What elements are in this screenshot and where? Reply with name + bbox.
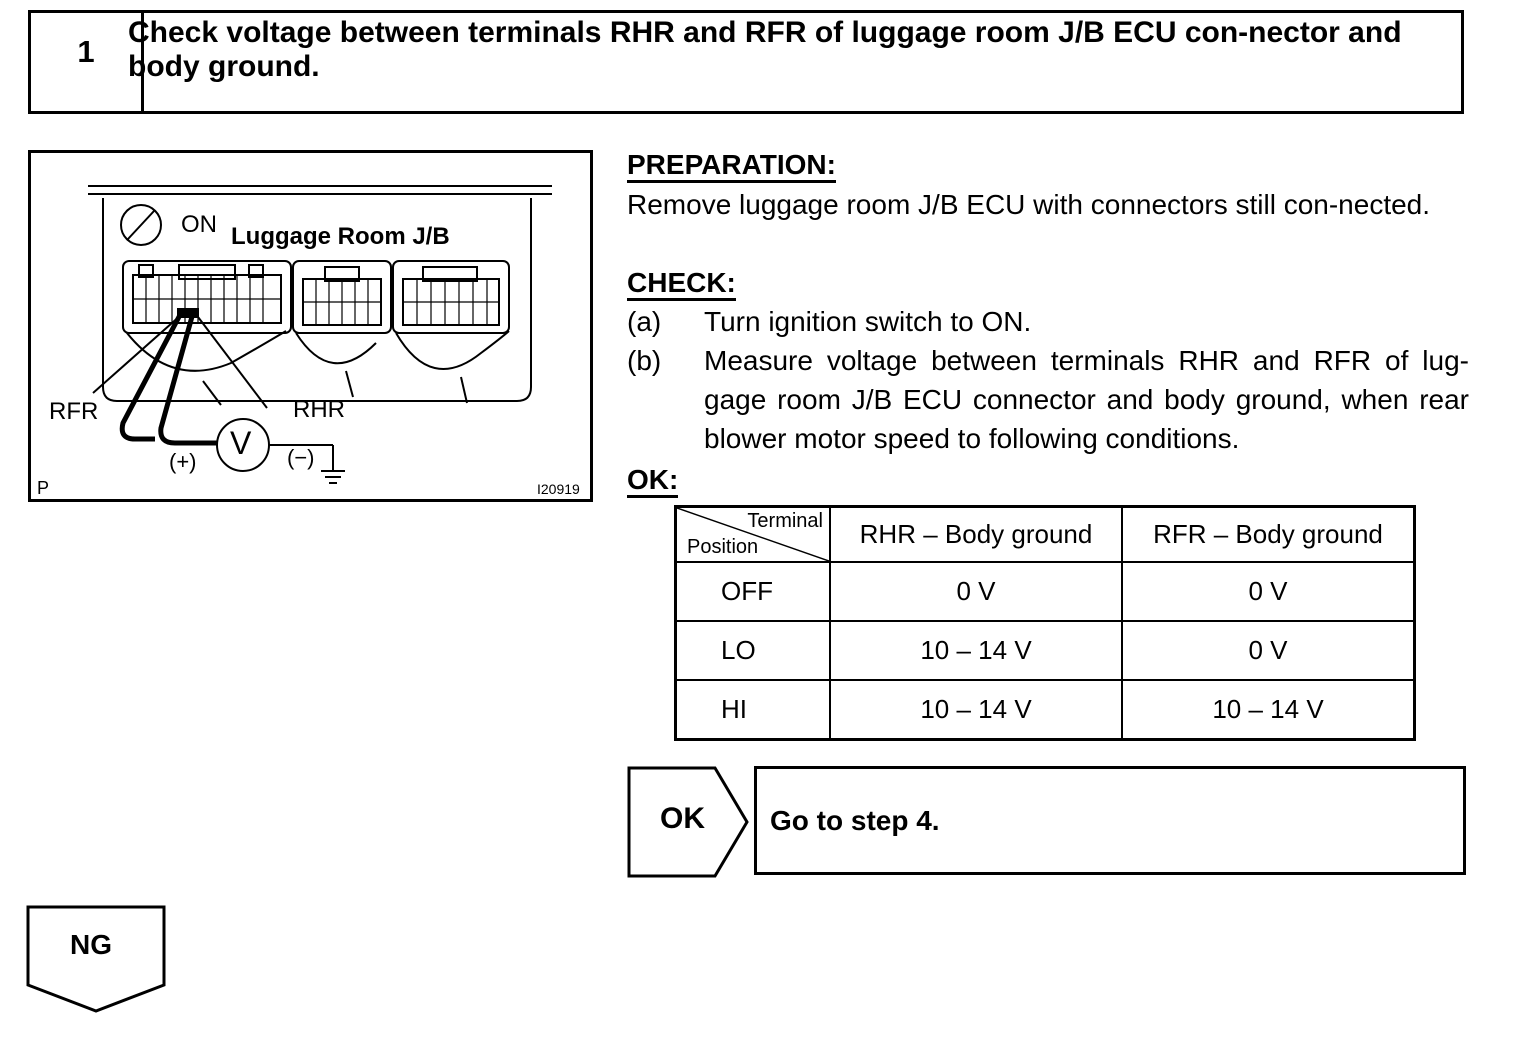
corner-diagonal: [677, 508, 829, 561]
terminal-rfr-label: RFR: [49, 398, 99, 425]
rfr-value-cell: 0 V: [1121, 561, 1416, 622]
ok-heading: OK:: [627, 465, 679, 498]
connector-diagram: [88, 185, 552, 484]
table-row: HI 10 – 14 V 10 – 14 V: [674, 679, 1416, 741]
table-row: OFF 0 V 0 V: [674, 561, 1416, 622]
corner-terminal-label: Terminal: [747, 510, 823, 532]
ok-arrow-shape: [627, 766, 749, 878]
rfr-value-cell: 10 – 14 V: [1121, 679, 1416, 741]
rhr-value-cell: 0 V: [829, 561, 1123, 622]
position-cell: LO: [674, 620, 831, 681]
step-title: Check voltage between terminals RHR and …: [128, 16, 1402, 83]
terminal-rhr-label: RHR: [293, 396, 345, 423]
column-header-rfr: RFR – Body ground: [1121, 505, 1416, 563]
position-cell: OFF: [674, 561, 831, 622]
table-header-row: Terminal Position RHR – Body ground RFR …: [674, 505, 1416, 563]
ok-result-label: OK: [660, 802, 705, 835]
probe-negative-label: (−): [287, 445, 315, 470]
ng-arrow-shape: [26, 905, 166, 1013]
step-header: 1: [28, 10, 1464, 114]
preparation-heading: PREPARATION:: [627, 150, 836, 183]
probe-positive-label: (+): [169, 449, 197, 474]
position-cell: HI: [674, 679, 831, 741]
rhr-value-cell: 10 – 14 V: [829, 679, 1123, 741]
corner-position-label: Position: [687, 536, 759, 558]
ignition-on-label: ON: [181, 211, 217, 238]
corner-code: P: [37, 478, 50, 498]
preparation-text: Remove luggage room J/B ECU with connect…: [627, 189, 1431, 220]
voltmeter-symbol: V: [230, 425, 252, 461]
step-number: 1: [31, 13, 144, 111]
check-item-text: Measure voltage between terminals RHR an…: [704, 345, 1469, 454]
ok-action-box: [754, 766, 1466, 875]
rhr-value-cell: 10 – 14 V: [829, 620, 1123, 681]
ng-result-label: NG: [70, 929, 112, 960]
component-label: Luggage Room J/B: [231, 223, 450, 250]
table-row: LO 10 – 14 V 0 V: [674, 620, 1416, 681]
column-header-rhr: RHR – Body ground: [829, 505, 1123, 563]
voltage-spec-table: Terminal Position RHR – Body ground RFR …: [674, 505, 1416, 741]
connector-illustration: ON Luggage Room J/B RFR RHR V (+) (−) P …: [28, 150, 593, 502]
ok-action-text: Go to step 4.: [770, 805, 940, 836]
check-item-letter: (a): [627, 306, 662, 337]
rfr-value-cell: 0 V: [1121, 620, 1416, 681]
check-item-text: Turn ignition switch to ON.: [704, 306, 1032, 337]
check-heading: CHECK:: [627, 268, 736, 301]
figure-id: I20919: [537, 481, 580, 497]
table-corner-cell: Terminal Position: [674, 505, 831, 563]
check-item-letter: (b): [627, 345, 662, 376]
